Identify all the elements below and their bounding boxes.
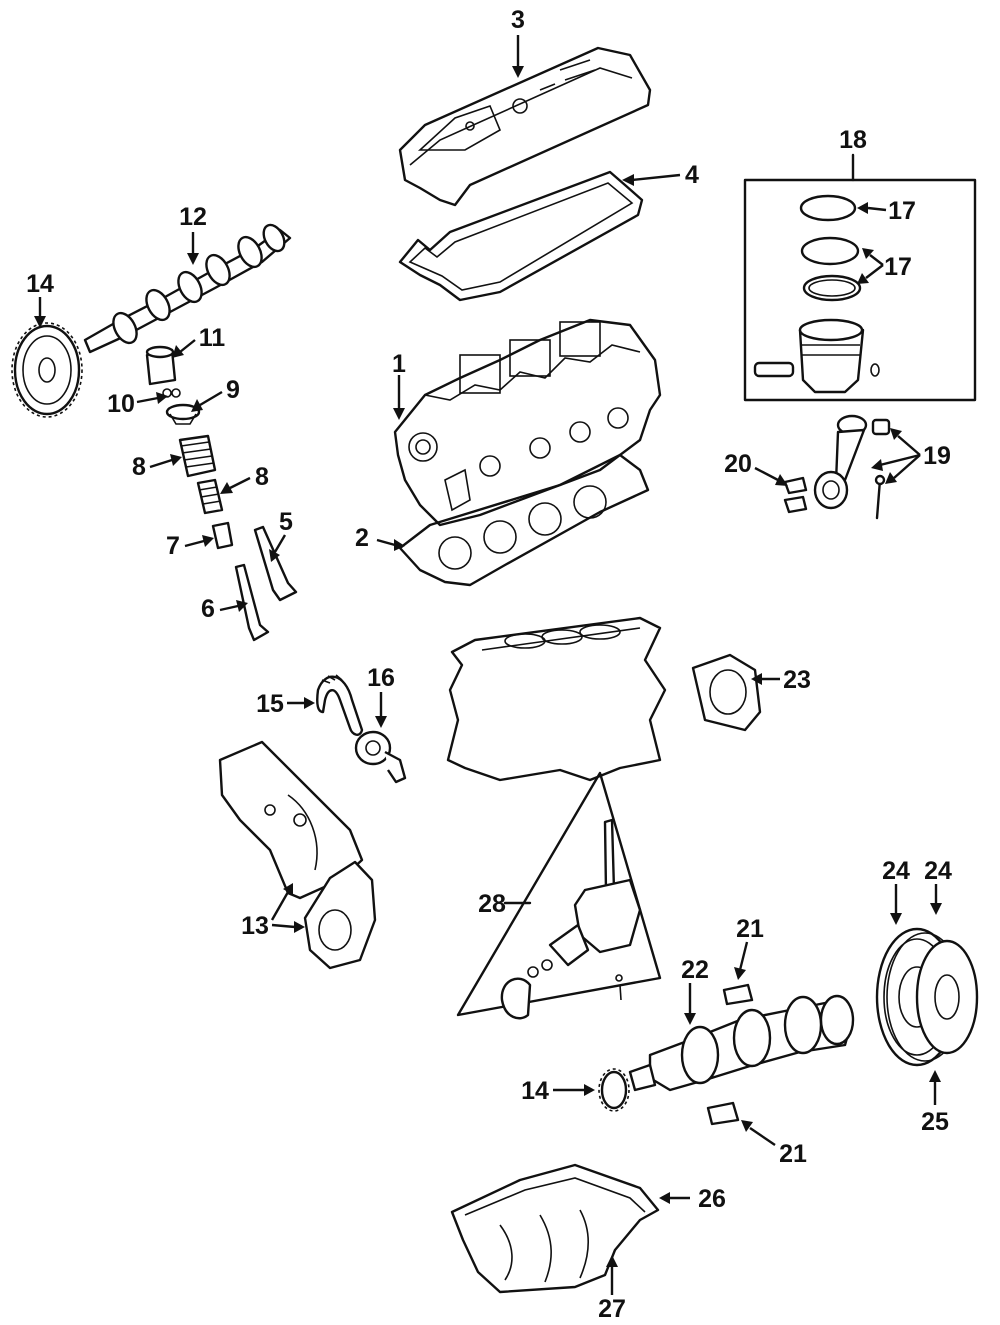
camshaft[interactable]: [83, 221, 292, 354]
callout-17a: 17: [888, 197, 916, 225]
callout-8a: 8: [132, 453, 146, 481]
callout-23: 23: [783, 666, 811, 694]
callout-28: 28: [478, 890, 506, 918]
valve-keepers[interactable]: [162, 388, 181, 398]
crank-sprocket[interactable]: [598, 1068, 630, 1112]
valve-stem-seal[interactable]: [211, 521, 234, 550]
valve-lifter[interactable]: [145, 345, 177, 386]
leader-lines: [34, 35, 942, 1295]
connecting-rod[interactable]: [813, 414, 891, 520]
piston-kit-box: [743, 153, 977, 402]
callout-21a: 21: [736, 915, 764, 943]
callout-25: 25: [921, 1108, 949, 1136]
piston-ring-top[interactable]: [799, 194, 857, 222]
callout-22: 22: [681, 956, 709, 984]
timing-belt[interactable]: [316, 674, 364, 736]
engine-block: [446, 616, 667, 782]
piston-ring-oil[interactable]: [802, 274, 862, 302]
timing-belt-tensioner[interactable]: [354, 730, 407, 784]
callout-10: 10: [107, 390, 135, 418]
valve-cover-gasket[interactable]: [398, 170, 644, 302]
callout-7: 7: [166, 532, 180, 560]
spring-retainer[interactable]: [165, 403, 201, 425]
valve-spring[interactable]: [178, 434, 217, 478]
callout-5: 5: [279, 508, 293, 536]
callout-1: 1: [392, 350, 406, 378]
oil-pump-box: [456, 771, 662, 1017]
callout-17b: 17: [884, 253, 912, 281]
crankshaft-pulley[interactable]: [875, 927, 979, 1067]
inner-valve-spring[interactable]: [196, 478, 224, 515]
rod-bearings[interactable]: [783, 476, 808, 514]
exhaust-valve[interactable]: [234, 563, 270, 642]
main-bearing-upper[interactable]: [722, 983, 754, 1006]
callout-3: 3: [511, 6, 525, 34]
callout-26: 26: [698, 1185, 726, 1213]
callout-24b: 24: [924, 857, 952, 885]
callout-9: 9: [226, 376, 240, 404]
callout-16: 16: [367, 664, 395, 692]
callout-20: 20: [724, 450, 752, 478]
callout-labels: 1 2 3 4 5 6 7 8 8 9 10 11 12 13 14 14 15…: [26, 6, 952, 1323]
callout-8b: 8: [255, 463, 269, 491]
callout-15: 15: [256, 690, 284, 718]
callout-12: 12: [179, 203, 207, 231]
callout-27: 27: [598, 1295, 626, 1323]
callout-14b: 14: [521, 1077, 549, 1105]
main-bearing-lower[interactable]: [706, 1101, 740, 1126]
callout-6: 6: [201, 595, 215, 623]
callout-13: 13: [241, 912, 269, 940]
callout-4: 4: [685, 161, 699, 189]
callout-11: 11: [199, 324, 226, 352]
intake-valve[interactable]: [253, 525, 298, 602]
upper-timing-cover[interactable]: [218, 740, 364, 900]
crankshaft[interactable]: [628, 994, 855, 1092]
cylinder-head[interactable]: [393, 318, 662, 527]
oil-pump[interactable]: [500, 818, 642, 1020]
callout-18: 18: [839, 126, 867, 154]
callout-19: 19: [923, 442, 951, 470]
oil-pan[interactable]: [450, 1163, 660, 1294]
callout-2: 2: [355, 524, 369, 552]
piston-ring-second[interactable]: [800, 236, 860, 266]
valve-cover[interactable]: [398, 46, 652, 207]
cam-sprocket[interactable]: [11, 322, 83, 418]
piston[interactable]: [753, 318, 880, 394]
lower-timing-cover[interactable]: [303, 860, 377, 970]
head-gasket[interactable]: [398, 453, 650, 587]
callout-24a: 24: [882, 857, 910, 885]
callout-21b: 21: [779, 1140, 807, 1168]
rear-main-seal[interactable]: [691, 653, 762, 732]
callout-14a: 14: [26, 270, 54, 298]
